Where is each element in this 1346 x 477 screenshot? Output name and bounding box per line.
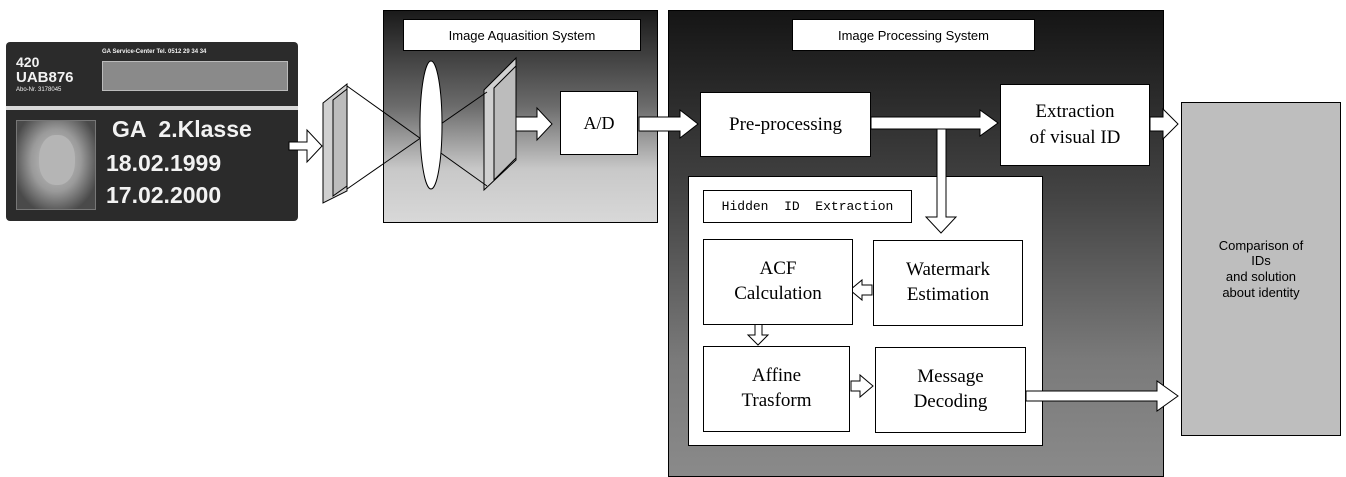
message-to-comparison-arrow (1025, 380, 1179, 412)
card-service-center: GA Service-Center Tel. 0512 29 34 34 (102, 49, 207, 55)
acf-to-affine-arrow (746, 323, 770, 346)
visual-id-to-comparison-arrow (1149, 107, 1179, 141)
watermark-to-acf-arrow (849, 278, 873, 302)
message-decoding-box: Message Decoding (875, 347, 1026, 433)
visual-id-box: Extraction of visual ID (1000, 84, 1150, 166)
affine-to-message-arrow (850, 373, 874, 399)
affine-transform-box: Affine Trasform (703, 346, 850, 432)
hidden-id-title: Hidden ID Extraction (703, 190, 912, 223)
card-number: 420 (16, 54, 40, 70)
watermark-estimation-box: Watermark Estimation (873, 240, 1023, 326)
card-photo (16, 120, 96, 210)
sensor-to-ad-arrow (513, 106, 553, 142)
photo-face (39, 135, 75, 185)
card-date-to: 17.02.2000 (106, 182, 222, 208)
card-class-label: GA 2.Klasse (112, 116, 252, 142)
acf-calculation-box: ACF Calculation (703, 239, 853, 325)
processing-title: Image Processing System (792, 19, 1035, 51)
card-plate: UAB876 (16, 69, 74, 86)
card-to-sensor-arrow (288, 128, 323, 164)
lens (419, 60, 443, 190)
comparison-box: Comparison of IDs and solution about ide… (1181, 102, 1341, 436)
card-divider (6, 106, 298, 110)
preprocessing-box: Pre-processing (700, 92, 871, 157)
card-date-from: 18.02.1999 (106, 150, 222, 176)
preprocessing-to-visual-id-arrow (870, 109, 999, 137)
ad-converter-box: A/D (560, 91, 638, 155)
card-abo-number: Abo-Nr. 3178045 (16, 87, 62, 93)
object-plane-face (332, 87, 348, 197)
id-card-image: 420 UAB876 Abo-Nr. 3178045 GA Service-Ce… (6, 42, 298, 221)
ad-to-preprocessing-arrow (638, 108, 699, 140)
acquisition-title: Image Aquasition System (403, 19, 641, 51)
sensor-plane-face (493, 64, 517, 182)
preprocessing-to-hidden-arrow (924, 128, 958, 234)
card-magnetic-strip (102, 61, 288, 91)
